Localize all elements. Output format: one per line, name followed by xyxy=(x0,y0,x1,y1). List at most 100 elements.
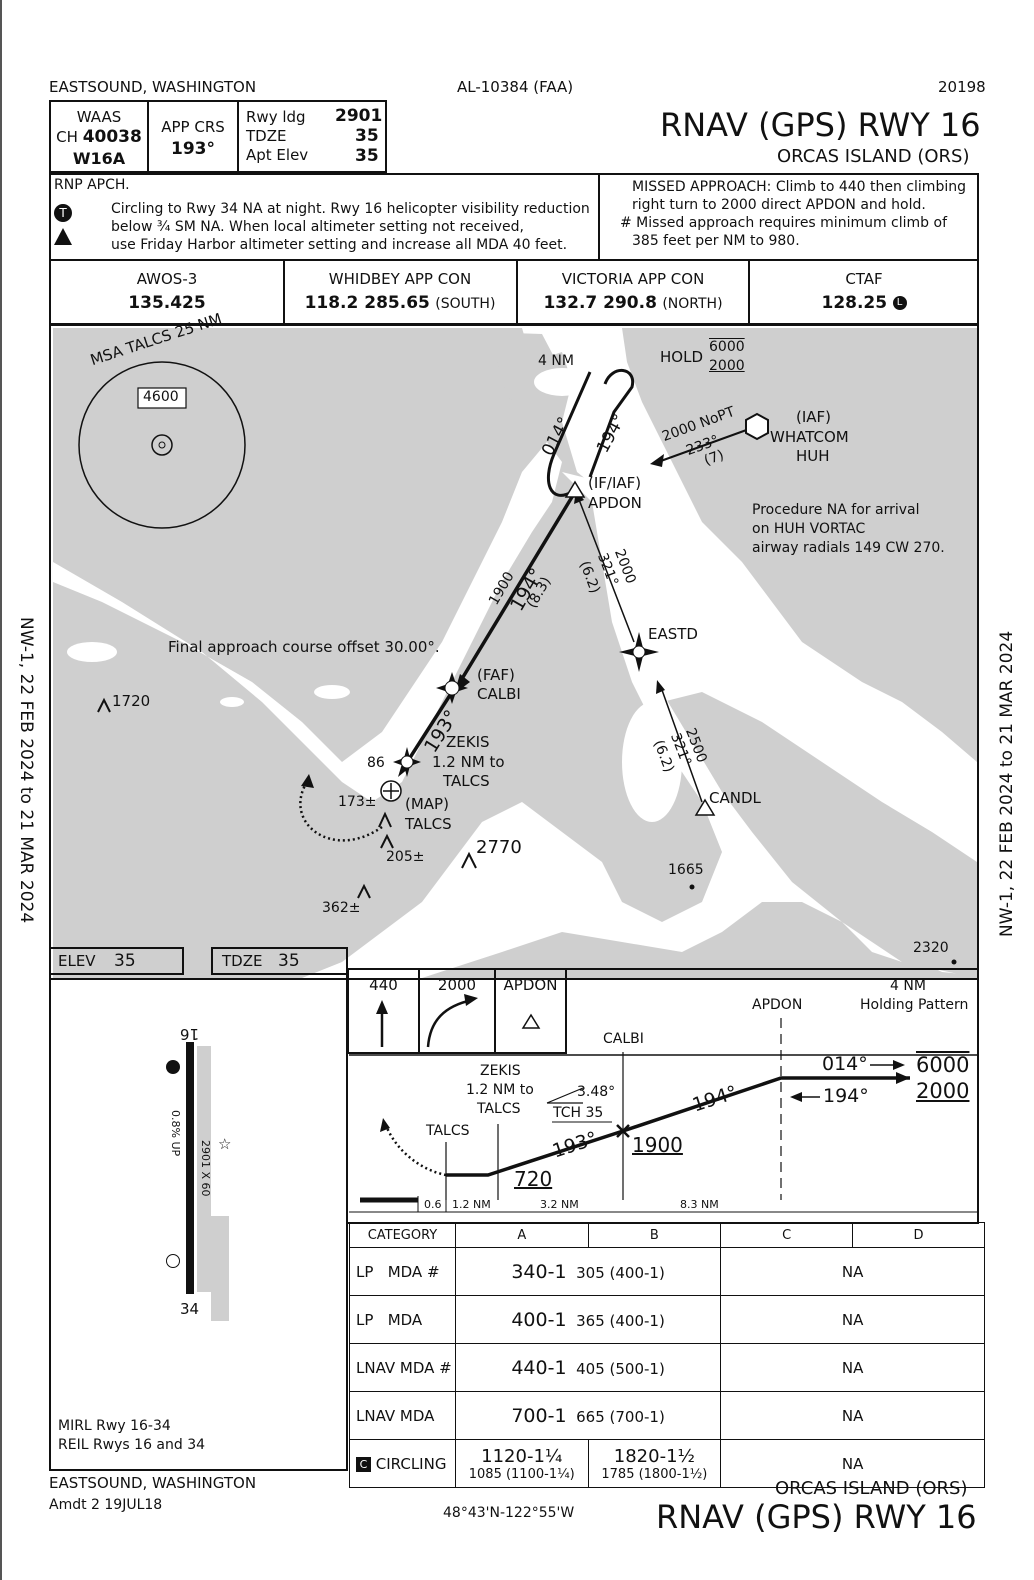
profile-zekis-3: TALCS xyxy=(477,1101,521,1117)
obstacle-86: 86 xyxy=(367,755,385,771)
footer-city: EASTSOUND, WASHINGTON xyxy=(49,1474,257,1492)
hold-outbound-track xyxy=(588,368,635,478)
missed-icon-2-label: 2000 xyxy=(437,976,477,994)
airport-name: ORCAS ISLAND (ORS) xyxy=(777,146,970,167)
runway-dimensions: 2901 X 60 xyxy=(199,1140,212,1197)
elev-value: 35 xyxy=(114,951,136,971)
briefing-divider xyxy=(147,101,149,172)
eastd-leg xyxy=(577,496,635,643)
right-turn-arrow-icon xyxy=(426,998,473,1048)
whatcom-id: HUH xyxy=(796,447,830,465)
comm-name-victoria: VICTORIA APP CON xyxy=(561,270,705,288)
reil-note: REIL Rwys 16 and 34 xyxy=(58,1437,206,1453)
airport-sketch-box xyxy=(49,947,348,1471)
profile-zekis-2: 1.2 NM to xyxy=(466,1082,534,1098)
glide-angle: 3.48° xyxy=(577,1084,616,1100)
tdze-label: TDZE xyxy=(246,127,287,145)
comm-freq-awos: 135.425 xyxy=(128,293,206,313)
profile-course-194b: 194° xyxy=(823,1085,869,1107)
comm-freq-whidbey: 118.2 285.65 (SOUTH) xyxy=(304,293,496,313)
profile-alt-720: 720 xyxy=(514,1167,553,1191)
calbi-faf-icon xyxy=(616,1124,630,1138)
whatcom-leg xyxy=(657,427,753,463)
hold-max-alt: 6000 xyxy=(709,339,745,355)
min-ab: 340-1 305 (400-1) xyxy=(454,1247,722,1296)
spot-elev-1665-icon xyxy=(689,884,695,890)
hold-min-alt: 2000 xyxy=(709,358,745,374)
t-symbol-icon: T xyxy=(54,204,72,222)
comm-freq-victoria: 132.7 290.8 (NORTH) xyxy=(543,293,723,313)
comm-name-whidbey: WHIDBEY APP CON xyxy=(328,270,472,288)
chart-id: AL-10384 (FAA) xyxy=(457,78,574,96)
min-row-lp-mda-hash: LP MDA # 340-1 305 (400-1) NA xyxy=(349,1247,985,1296)
profile-apdon: APDON xyxy=(752,997,803,1013)
comm-freq-ctaf: 128.25 L xyxy=(749,293,979,313)
footer-coords: 48°43'N-122°55'W xyxy=(443,1505,575,1521)
validity-left: NW-1, 22 FEB 2024 to 21 MAR 2024 xyxy=(16,617,36,924)
comm-name-ctaf: CTAF xyxy=(845,270,883,288)
lighting-l-icon: L xyxy=(892,296,907,310)
whatcom-type: (IAF) xyxy=(796,408,832,426)
briefing-box xyxy=(49,100,387,173)
tdze-value: 35 xyxy=(355,126,379,146)
msa-circle xyxy=(78,361,246,529)
profile-talcs: TALCS xyxy=(426,1123,470,1139)
min-header-c: C xyxy=(720,1222,854,1248)
missed-line-4: 385 feet per NM to 980. xyxy=(632,233,800,249)
comms-divider xyxy=(283,260,285,324)
runway-34-label: 34 xyxy=(180,1300,200,1318)
briefing-divider xyxy=(237,101,239,172)
min-cd: NA xyxy=(720,1343,985,1392)
chart-title: RNAV (GPS) RWY 16 xyxy=(660,106,981,144)
missed-icon-1-label: 440 xyxy=(369,976,398,994)
profile-hold-1: 4 NM xyxy=(890,978,926,994)
obstacle-173-icon xyxy=(378,811,392,828)
apron xyxy=(211,1216,229,1321)
comms-box xyxy=(49,259,979,325)
waas-label: WAAS xyxy=(76,108,122,126)
min-header-b: B xyxy=(587,1222,722,1248)
app-crs-label: APP CRS xyxy=(161,118,225,136)
tdze-value-diag: 35 xyxy=(278,951,300,971)
map-type: (MAP) xyxy=(405,795,449,813)
land-terrain xyxy=(53,328,977,978)
obstacle-173: 173± xyxy=(338,794,377,810)
profile-zekis-1: ZEKIS xyxy=(480,1063,521,1079)
elev-box xyxy=(49,947,184,975)
comm-name-awos: AWOS-3 xyxy=(136,270,198,288)
na-note-3: airway radials 149 CW 270. xyxy=(752,540,945,556)
missed-icon-3-label: APDON xyxy=(503,976,558,994)
min-row-lp-mda: LP MDA 400-1 365 (400-1) NA xyxy=(349,1295,985,1344)
min-cat: LNAV MDA # xyxy=(349,1343,456,1392)
min-header-a: A xyxy=(454,1222,589,1248)
whatcom-name: WHATCOM xyxy=(770,428,849,446)
obstacle-362: 362± xyxy=(322,900,361,916)
apt-elev-label: Apt Elev xyxy=(246,146,309,164)
spot-elev-2320: 2320 xyxy=(913,940,949,956)
comms-divider xyxy=(748,260,750,324)
comms-divider xyxy=(516,260,518,324)
dist-1-2: 1.2 NM xyxy=(452,1198,491,1211)
page-left-edge xyxy=(0,0,2,1580)
min-header-category: CATEGORY xyxy=(349,1222,456,1248)
profile-hold-2: Holding Pattern xyxy=(860,997,969,1013)
offset-note: Final approach course offset 30.00°. xyxy=(168,638,440,656)
obstacle-205-icon xyxy=(380,833,394,849)
min-ab: 400-1 365 (400-1) xyxy=(454,1295,722,1344)
zekis-dist-2: TALCS xyxy=(443,772,490,790)
profile-alt-2000: 2000 xyxy=(916,1079,970,1103)
dist-3-2: 3.2 NM xyxy=(540,1198,579,1211)
final-segment xyxy=(402,691,454,768)
min-row-lnav-mda: LNAV MDA 700-1 665 (700-1) NA xyxy=(349,1391,985,1440)
profile-calbi: CALBI xyxy=(603,1031,644,1047)
spot-elev-1665: 1665 xyxy=(668,862,704,878)
validity-right: NW-1, 22 FEB 2024 to 21 MAR 2024 xyxy=(997,630,1017,937)
runway-16-label: 16 xyxy=(180,1025,200,1043)
zekis-fix-icon xyxy=(393,747,421,777)
apdon-type: (IF/IAF) xyxy=(588,474,642,492)
min-header-d: D xyxy=(852,1222,985,1248)
profile-alt-6000: 6000 xyxy=(916,1053,970,1077)
min-cd: NA xyxy=(720,1295,985,1344)
runway-16-34 xyxy=(186,1042,194,1294)
